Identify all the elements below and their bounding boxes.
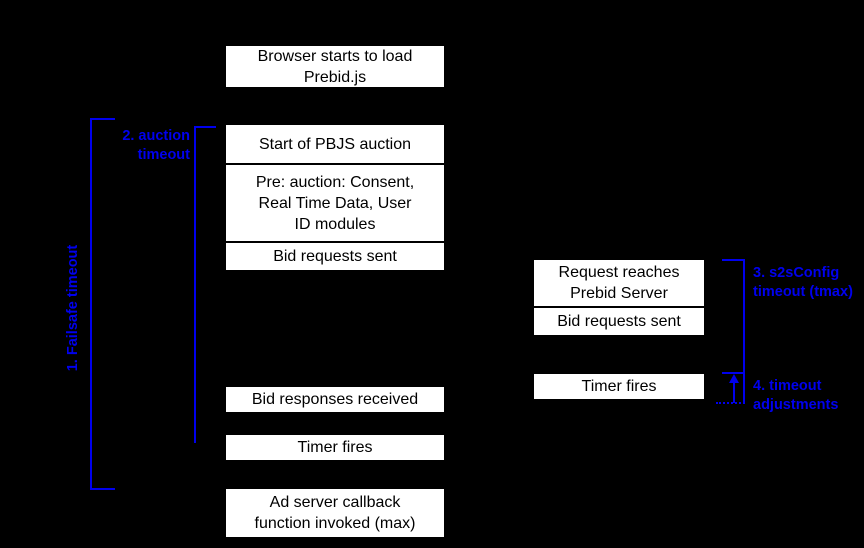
s2s-timeout-label: 3. s2sConfig timeout (tmax) [753, 265, 853, 300]
event-box-bid-responses-received: Bid responses received [225, 386, 445, 413]
timeout-adjustment-arrow [733, 382, 735, 403]
auction-timeout-bracket [194, 126, 216, 443]
event-box-request-reaches-server: Request reaches Prebid Server [533, 259, 705, 307]
timeout-adjustments-label: 4. timeout adjustments [753, 378, 839, 413]
s2s-timeout-bracket-tick [722, 372, 745, 374]
event-box-pre-auction-modules: Pre: auction: Consent, Real Time Data, U… [225, 164, 445, 242]
timeout-adjustment-arrow-head [729, 374, 739, 383]
event-box-auction-start: Start of PBJS auction [225, 124, 445, 164]
event-box-browser-load: Browser starts to load Prebid.js [225, 45, 445, 88]
auction-timeout-label: 2. auction timeout [122, 128, 190, 163]
timeout-adjustment-dotted-line [716, 402, 745, 404]
event-box-server-bid-requests-sent: Bid requests sent [533, 307, 705, 336]
event-box-server-timer-fires: Timer fires [533, 373, 705, 400]
failsafe-timeout-bracket [90, 118, 115, 490]
failsafe-timeout-label: 1. Failsafe timeout [65, 244, 81, 372]
event-box-timer-fires: Timer fires [225, 434, 445, 461]
event-box-bid-requests-sent: Bid requests sent [225, 242, 445, 271]
event-box-ad-server-callback: Ad server callback function invoked (max… [225, 488, 445, 538]
s2s-timeout-bracket [722, 259, 745, 404]
